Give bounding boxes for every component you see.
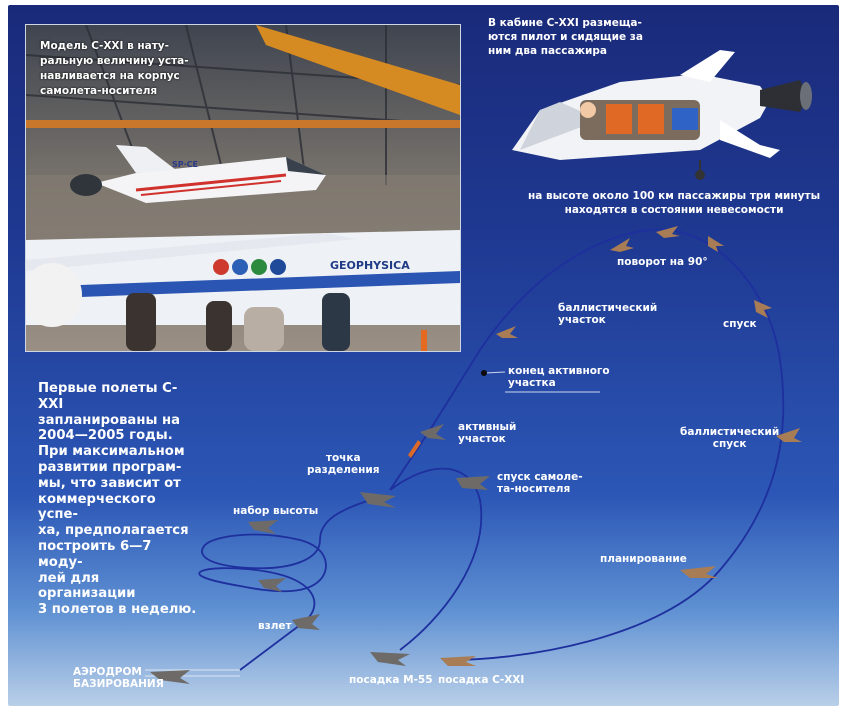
aircraft-icon xyxy=(456,476,490,490)
crane-beam xyxy=(256,25,460,115)
label-landing-m55: посадка М-55 xyxy=(349,674,433,686)
trajectory-aircraft xyxy=(150,226,802,684)
trajectory-paths xyxy=(198,228,785,671)
model-mark-text: SP·CE xyxy=(172,160,198,169)
aircraft-icon xyxy=(248,520,278,534)
carrier-descent-path xyxy=(389,467,483,651)
label-ballistic-section: баллистический участок xyxy=(558,302,658,326)
label-carrier-descent: спуск самоле- та-носителя xyxy=(497,471,583,495)
hangar-photo: SP·CE GEOPHYSICA Модель С-XXI в н xyxy=(25,24,461,352)
rocket-flame-icon xyxy=(408,440,421,458)
aircraft-icon xyxy=(420,424,446,440)
intro-text: Первые полеты С-XXI запланированы на 200… xyxy=(38,381,197,618)
label-climb: набор высоты xyxy=(233,505,319,517)
label-active-section: активный участок xyxy=(458,421,517,445)
aircraft-icon xyxy=(370,652,410,666)
people xyxy=(126,293,350,351)
aircraft-icon xyxy=(680,566,718,578)
aircraft-icon xyxy=(496,326,518,338)
label-takeoff: взлет xyxy=(258,620,292,632)
aircraft-icon xyxy=(360,492,396,508)
aircraft-icon xyxy=(754,300,772,318)
aircraft-icon xyxy=(776,428,802,442)
label-turn-90: поворот на 90° xyxy=(617,256,708,268)
weightless-caption: на высоте около 100 км пассажиры три мин… xyxy=(528,190,821,216)
fuselage-text: GEOPHYSICA xyxy=(330,259,410,272)
aircraft-icon xyxy=(708,236,724,252)
label-landing-c21: посадка С-XXI xyxy=(438,674,525,686)
climb-loops xyxy=(198,499,371,671)
hangar-photo-drawing: SP·CE GEOPHYSICA xyxy=(26,25,460,351)
label-descent: спуск xyxy=(723,318,757,330)
label-ballistic-descent: баллистический спуск xyxy=(680,426,780,450)
label-gliding: планирование xyxy=(600,553,687,565)
aircraft-icon xyxy=(440,656,476,666)
c21-cutaway xyxy=(512,50,812,180)
end-active-marker xyxy=(481,370,487,376)
leader-lines xyxy=(145,371,600,677)
aircraft-icon xyxy=(258,578,286,592)
end-active-leader xyxy=(484,371,506,374)
aircraft-icon xyxy=(292,614,320,630)
aircraft-icon xyxy=(656,226,680,238)
cabin-caption: В кабине С-XXI размеща- ются пилот и сид… xyxy=(488,17,643,57)
c21-path xyxy=(389,228,785,661)
label-separation-point: точка разделения xyxy=(307,452,380,476)
photo-caption: Модель С-XXI в нату- ральную величину ус… xyxy=(40,40,189,97)
label-airfield: АЭРОДРОМ БАЗИРОВАНИЯ xyxy=(73,666,164,690)
label-end-active: конец активного участка xyxy=(508,365,610,389)
c21-model: SP·CE xyxy=(70,145,326,203)
aircraft-icon xyxy=(610,238,634,252)
aircraft-icon xyxy=(150,670,190,684)
